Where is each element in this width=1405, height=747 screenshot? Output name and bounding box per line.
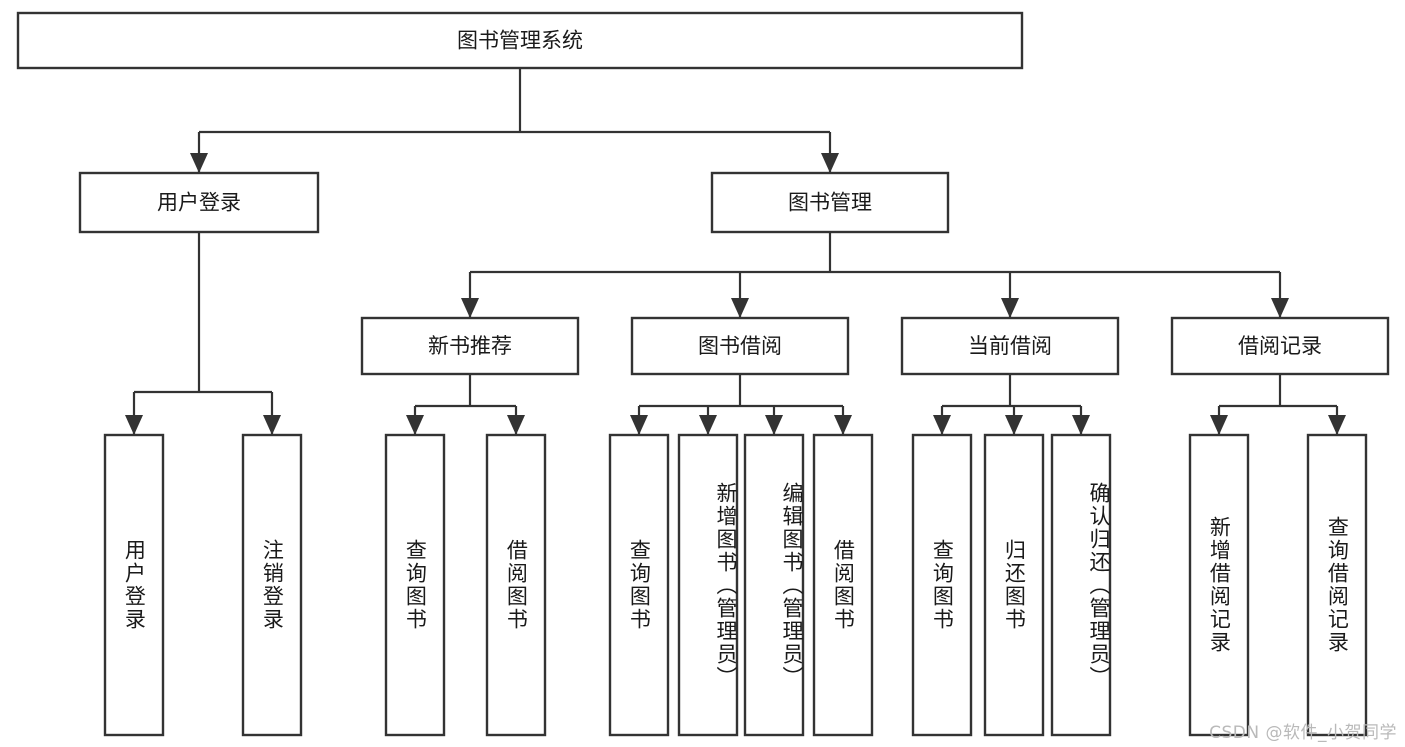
node-label-book-borrow: 图书借阅 — [698, 334, 782, 358]
user-login-arrow-0 — [125, 415, 143, 435]
current-borrow-arrow-2 — [1072, 415, 1090, 435]
book-manage-arrow-3 — [1271, 298, 1289, 318]
node-label-user-login: 用户登录 — [157, 191, 241, 215]
watermark-text: CSDN @软件_小贺同学 — [1209, 723, 1397, 743]
book-borrow-arrow-0 — [630, 415, 648, 435]
node-box-current-borrow[interactable] — [900, 316, 1120, 376]
node-box-leaf-confirm-return[interactable] — [1050, 433, 1112, 737]
node-box-leaf-return-book[interactable] — [983, 433, 1045, 737]
borrow-records-arrow-1 — [1328, 415, 1346, 435]
node-box-leaf-query-book-current[interactable] — [911, 433, 973, 737]
node-box-leaf-borrow-book[interactable] — [812, 433, 874, 737]
node-box-leaf-query-book-rec[interactable] — [384, 433, 446, 737]
current-borrow-arrow-1 — [1005, 415, 1023, 435]
node-box-root[interactable] — [16, 11, 1024, 70]
node-box-book-borrow[interactable] — [630, 316, 850, 376]
current-borrow-arrow-0 — [933, 415, 951, 435]
node-box-leaf-edit-book[interactable] — [743, 433, 805, 737]
book-borrow-arrow-2 — [765, 415, 783, 435]
root-arrow-1 — [821, 153, 839, 173]
node-box-leaf-logout[interactable] — [241, 433, 303, 737]
new-book-recommend-arrow-1 — [507, 415, 525, 435]
book-borrow-arrow-1 — [699, 415, 717, 435]
node-label-current-borrow: 当前借阅 — [968, 334, 1052, 358]
boxes-layer — [16, 11, 1390, 737]
node-box-new-book-recommend[interactable] — [360, 316, 580, 376]
node-box-book-manage[interactable] — [710, 171, 950, 234]
node-label-root: 图书管理系统 — [457, 29, 583, 53]
node-label-borrow-records: 借阅记录 — [1238, 334, 1322, 358]
new-book-recommend-arrow-0 — [406, 415, 424, 435]
borrow-records-arrow-0 — [1210, 415, 1228, 435]
user-login-arrow-1 — [263, 415, 281, 435]
book-manage-arrow-1 — [731, 298, 749, 318]
node-box-leaf-user-login[interactable] — [103, 433, 165, 737]
book-manage-arrow-2 — [1001, 298, 1019, 318]
node-label-book-manage: 图书管理 — [788, 191, 872, 215]
book-manage-arrow-0 — [461, 298, 479, 318]
node-box-user-login[interactable] — [78, 171, 320, 234]
root-arrow-0 — [190, 153, 208, 173]
node-label-new-book-recommend: 新书推荐 — [428, 334, 512, 358]
connectors-layer — [125, 68, 1346, 435]
node-box-leaf-add-record[interactable] — [1188, 433, 1250, 737]
node-box-leaf-borrow-book-rec[interactable] — [485, 433, 547, 737]
book-borrow-arrow-3 — [834, 415, 852, 435]
node-box-borrow-records[interactable] — [1170, 316, 1390, 376]
node-box-leaf-add-book[interactable] — [677, 433, 739, 737]
node-box-leaf-query-record[interactable] — [1306, 433, 1368, 737]
node-box-leaf-query-book-borrow[interactable] — [608, 433, 670, 737]
